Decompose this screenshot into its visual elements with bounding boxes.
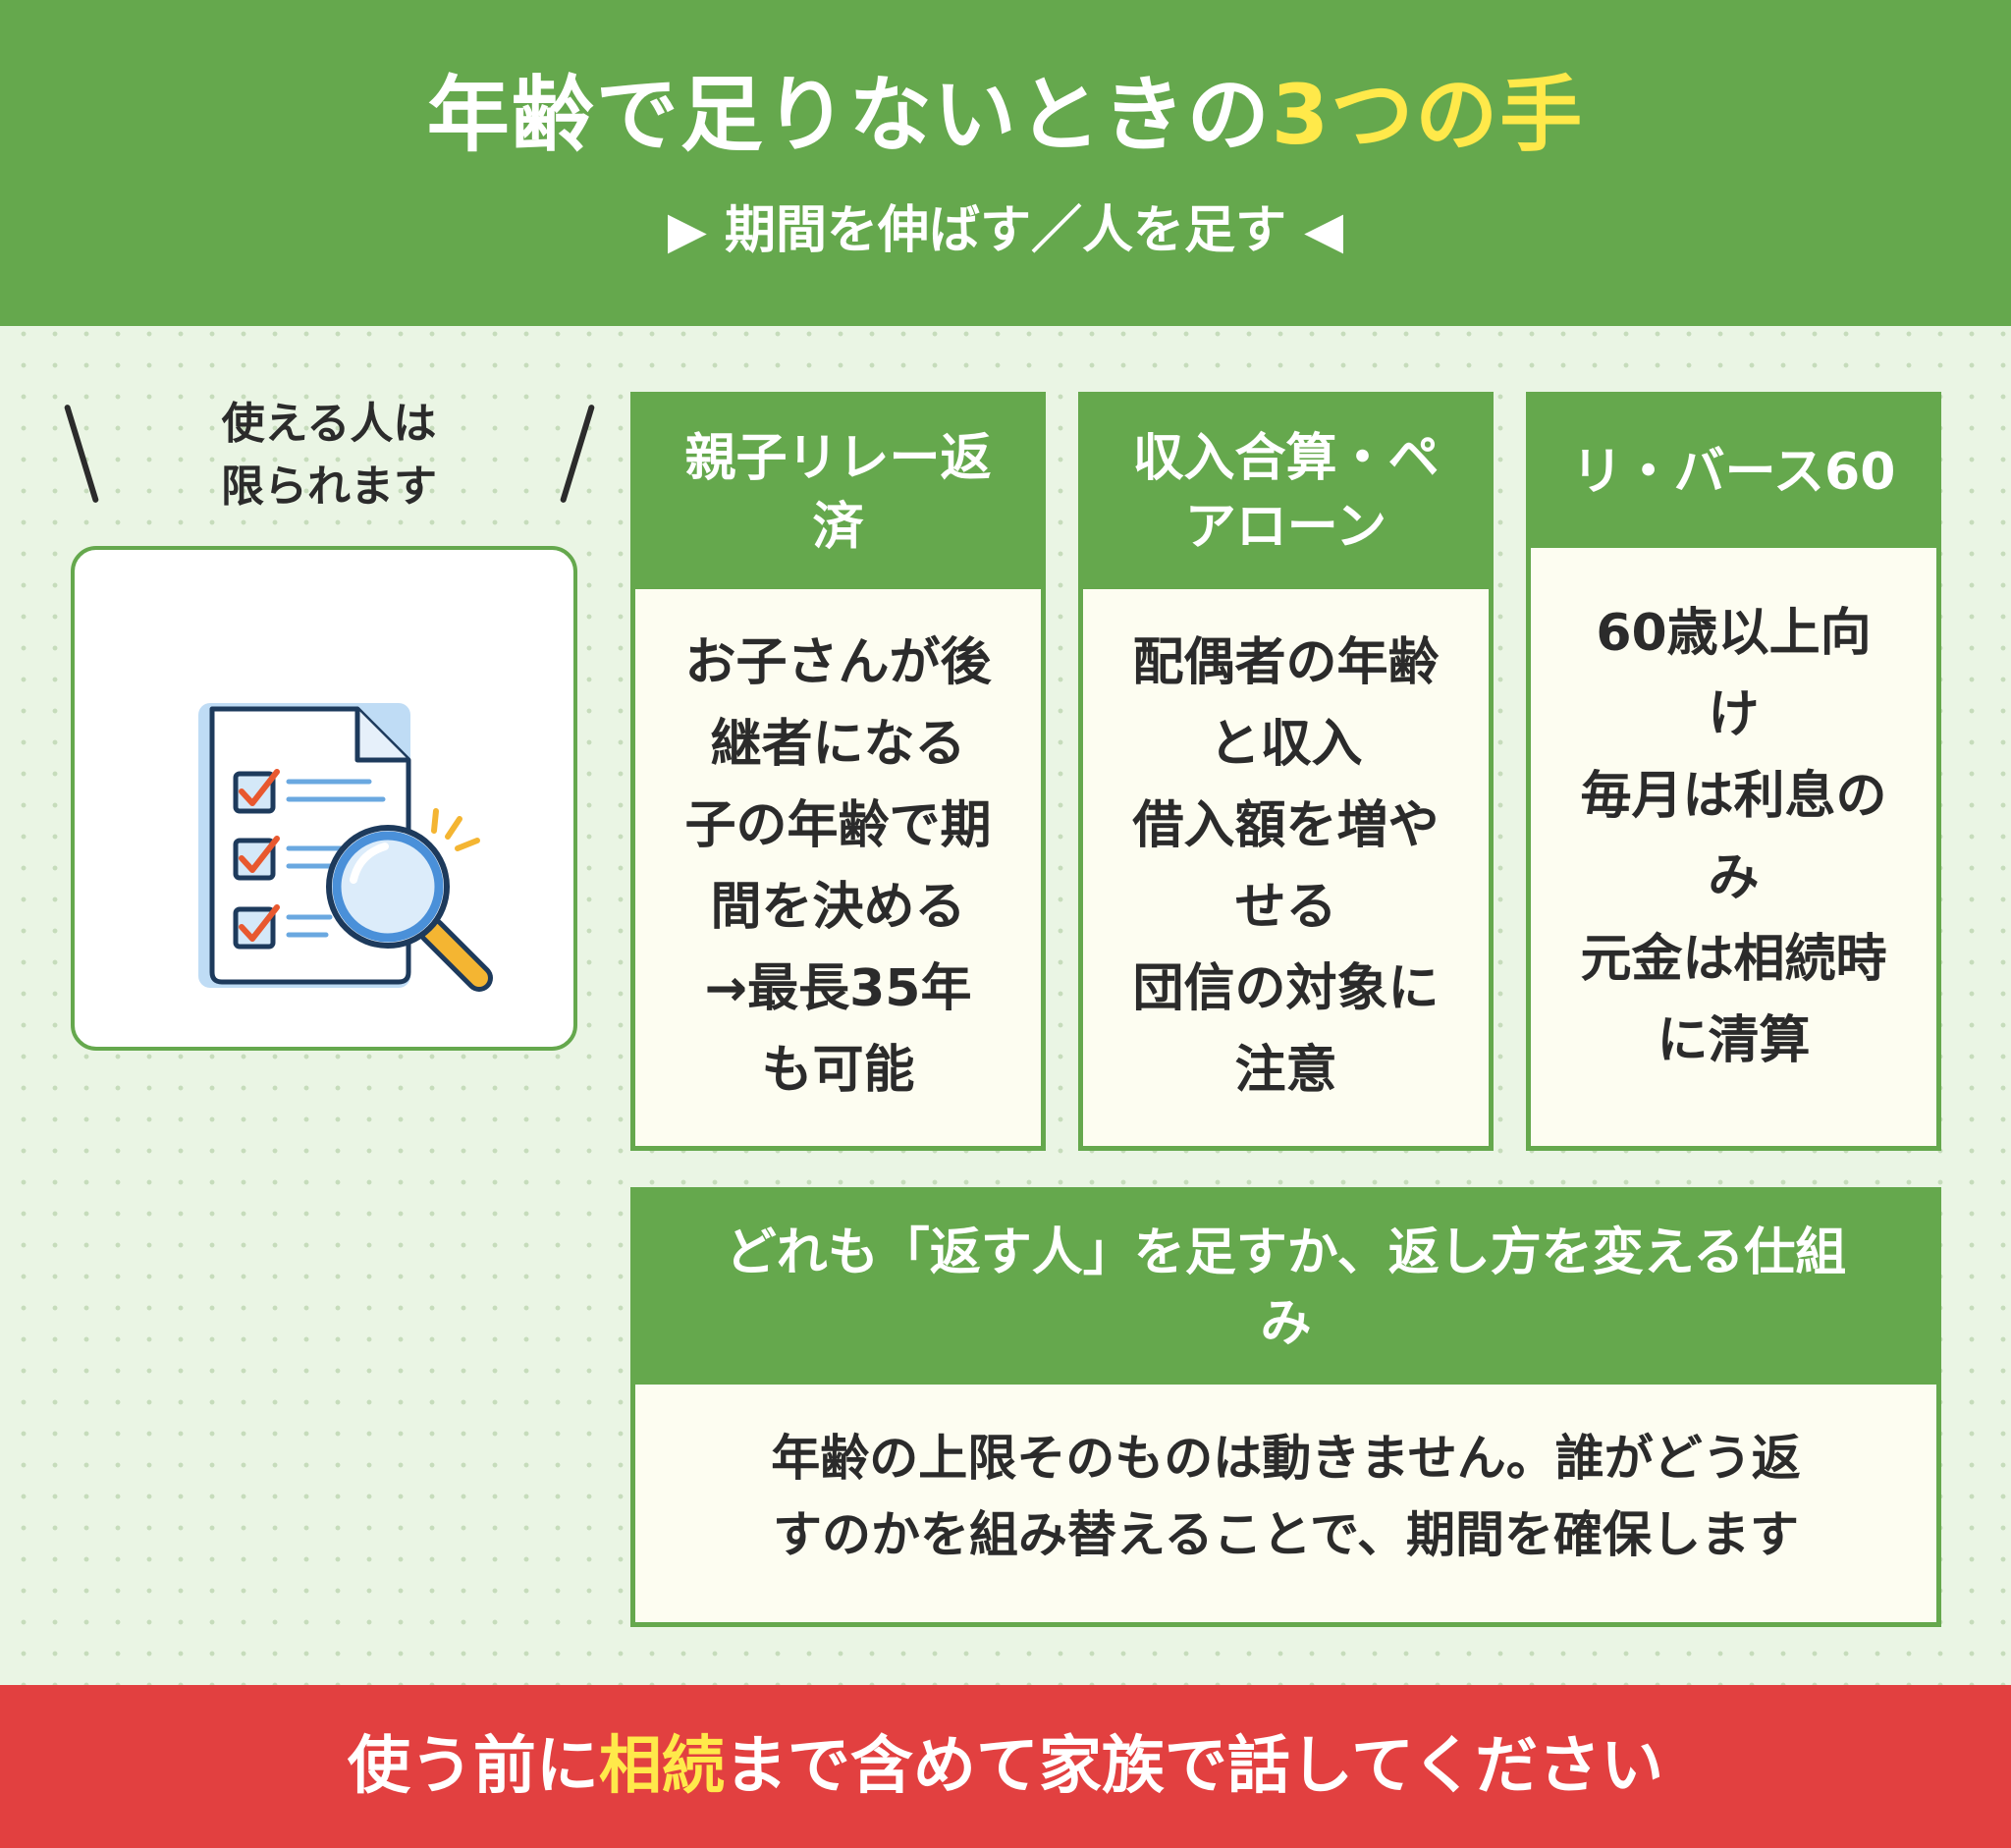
summary-title-line: み bbox=[1260, 1294, 1312, 1353]
summary-body-line: 年齢の上限そのものは動きません。誰がどう返 bbox=[771, 1430, 1801, 1487]
card-income-combination: 収入合算・ペ アローン 配偶者の年齢 と収入 借入額を増や せる 団信の対象に … bbox=[1078, 392, 1494, 1151]
title-main: 年齢で足りないときの bbox=[426, 67, 1272, 163]
card-title-line: リ・バース60 bbox=[1571, 443, 1896, 502]
badge-left-slash bbox=[63, 404, 100, 504]
card-body-line: 子の年齢で期 bbox=[684, 796, 992, 855]
card-title-line: アローン bbox=[1184, 498, 1387, 557]
card-body-line: お子さんが後 bbox=[684, 633, 992, 692]
card-parent-child-relay-title: 親子リレー返 済 bbox=[635, 397, 1041, 589]
card-reverse-60: リ・バース60 60歳以上向 け 毎月は利息の み 元金は相続時 に清算 bbox=[1526, 392, 1941, 1151]
header-banner: 年齢で足りないときの3つの手 ▶ 期間を伸ばす／人を足す ◀ bbox=[0, 0, 2011, 326]
card-body-line: に清算 bbox=[1657, 1011, 1811, 1070]
card-title-line: 親子リレー返 bbox=[684, 429, 992, 488]
card-body-line: 団信の対象に bbox=[1132, 959, 1440, 1018]
card-income-combination-title: 収入合算・ペ アローン bbox=[1083, 397, 1489, 589]
card-body-line: 配偶者の年齢 bbox=[1132, 633, 1440, 692]
footer-warning-banner: 使う前に相続まで含めて家族で話してください bbox=[0, 1685, 2011, 1848]
summary-card-body: 年齢の上限そのものは動きません。誰がどう返 すのかを組み替えることで、期間を確保… bbox=[635, 1385, 1936, 1573]
card-title-line: 収入合算・ペ bbox=[1132, 429, 1440, 488]
card-parent-child-relay: 親子リレー返 済 お子さんが後 継者になる 子の年齢で期 間を決める →最長35… bbox=[630, 392, 1046, 1151]
summary-title-line: どれも「返す人」を足すか、返し方を変える仕組 bbox=[725, 1223, 1847, 1282]
badge-line-2: 限られます bbox=[221, 462, 437, 512]
checklist-magnifier-icon bbox=[198, 703, 493, 992]
badge-line-1: 使える人は bbox=[221, 399, 437, 449]
card-body-line: せる bbox=[1234, 878, 1337, 937]
card-body-line: と収入 bbox=[1209, 715, 1363, 774]
footer-text-highlight: 相続 bbox=[598, 1730, 725, 1803]
card-reverse-60-title: リ・バース60 bbox=[1531, 397, 1936, 548]
card-body-line: 60歳以上向 bbox=[1596, 604, 1872, 663]
summary-card: どれも「返す人」を足すか、返し方を変える仕組 み 年齢の上限そのものは動きません… bbox=[630, 1187, 1941, 1627]
card-body-line: 継者になる bbox=[710, 715, 966, 774]
title-highlight: 3つの手 bbox=[1271, 67, 1585, 163]
summary-card-title: どれも「返す人」を足すか、返し方を変える仕組 み bbox=[635, 1192, 1936, 1385]
card-body-line: 元金は相続時 bbox=[1580, 930, 1887, 989]
summary-body-line: すのかを組み替えることで、期間を確保します bbox=[773, 1506, 1799, 1563]
card-body-line: 借入額を増や bbox=[1132, 796, 1440, 855]
card-body-line: け bbox=[1708, 685, 1760, 744]
card-parent-child-relay-body: お子さんが後 継者になる 子の年齢で期 間を決める →最長35年 も可能 bbox=[635, 589, 1041, 1112]
card-body-line: →最長35年 bbox=[704, 959, 972, 1018]
limited-users-badge: 使える人は 限られます bbox=[187, 393, 471, 518]
card-body-line: 毎月は利息の bbox=[1580, 767, 1887, 826]
card-title-line: 済 bbox=[812, 498, 864, 557]
card-body-line: み bbox=[1708, 848, 1760, 907]
checklist-illustration-card bbox=[71, 546, 577, 1051]
card-body-line: 注意 bbox=[1234, 1041, 1337, 1100]
card-body-line: も可能 bbox=[761, 1041, 915, 1100]
footer-text-before: 使う前に bbox=[347, 1730, 599, 1803]
page-subtitle: ▶ 期間を伸ばす／人を足す ◀ bbox=[667, 201, 1344, 260]
footer-text-after: まで含めて家族で話してください bbox=[724, 1730, 1664, 1803]
card-income-combination-body: 配偶者の年齢 と収入 借入額を増や せる 団信の対象に 注意 bbox=[1083, 589, 1489, 1112]
badge-right-slash bbox=[559, 404, 596, 504]
card-body-line: 間を決める bbox=[710, 878, 966, 937]
card-reverse-60-body: 60歳以上向 け 毎月は利息の み 元金は相続時 に清算 bbox=[1531, 548, 1936, 1082]
page-title: 年齢で足りないときの3つの手 bbox=[0, 61, 2011, 169]
